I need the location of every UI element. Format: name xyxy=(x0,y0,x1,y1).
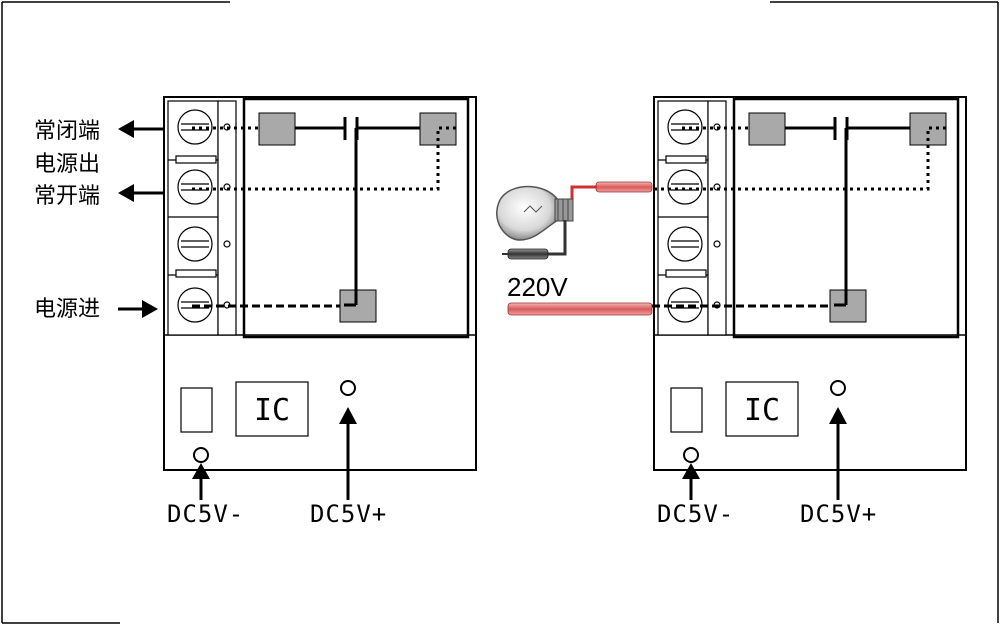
left-pad-nc xyxy=(258,112,296,146)
load-wiring: 220V xyxy=(496,181,653,316)
left-dc-arrows xyxy=(192,407,357,500)
left-arrow-icons xyxy=(118,120,163,318)
voltage-label: 220V xyxy=(507,272,568,302)
label-normally-open: 常开端 xyxy=(34,184,100,209)
left-terminal-block xyxy=(167,100,237,336)
right-dc-arrows xyxy=(682,407,847,500)
right-small-component xyxy=(670,387,703,433)
left-dc-plus-terminal xyxy=(340,380,356,396)
red-wire-tube-top xyxy=(595,181,653,193)
left-contact-symbol xyxy=(295,117,420,307)
gray-wire-tube xyxy=(507,248,549,260)
right-dc-plus-terminal xyxy=(830,380,846,396)
left-screw-spare xyxy=(177,226,213,262)
right-dc-minus-terminal xyxy=(683,447,699,463)
left-relay-module: IC xyxy=(163,96,477,471)
left-dc-minus-label: DC5V- xyxy=(167,500,244,528)
left-labels: 常闭端 电源出 常开端 电源进 xyxy=(34,119,163,322)
left-dc-minus-terminal xyxy=(193,447,209,463)
left-dotted-wires xyxy=(192,126,456,191)
right-ic-label: IC xyxy=(744,393,780,428)
right-screw-no xyxy=(667,169,703,205)
red-wire-tube-bottom xyxy=(507,302,653,316)
left-screw-no xyxy=(177,169,213,205)
right-ic-box xyxy=(725,381,799,437)
right-contact-symbol xyxy=(785,117,910,307)
left-relay-housing xyxy=(242,97,470,339)
right-relay-housing xyxy=(732,97,960,339)
left-ic-label: IC xyxy=(254,393,290,428)
left-ic-box xyxy=(235,381,309,437)
right-dotted-wires xyxy=(652,126,946,191)
right-terminal-block xyxy=(657,100,727,336)
right-screw-spare xyxy=(667,226,703,262)
light-bulb-icon xyxy=(496,185,574,241)
left-small-component xyxy=(180,387,213,433)
label-power-in: 电源进 xyxy=(34,297,100,322)
right-dc-minus-label: DC5V- xyxy=(657,500,734,528)
label-normally-closed: 常闭端 xyxy=(34,119,100,144)
right-relay-module: IC xyxy=(652,96,967,471)
right-dc-plus-label: DC5V+ xyxy=(800,500,877,528)
right-screw-in xyxy=(667,287,703,323)
left-dc-plus-label: DC5V+ xyxy=(310,500,387,528)
right-pad-nc xyxy=(748,112,786,146)
label-power-out: 电源出 xyxy=(34,152,100,177)
